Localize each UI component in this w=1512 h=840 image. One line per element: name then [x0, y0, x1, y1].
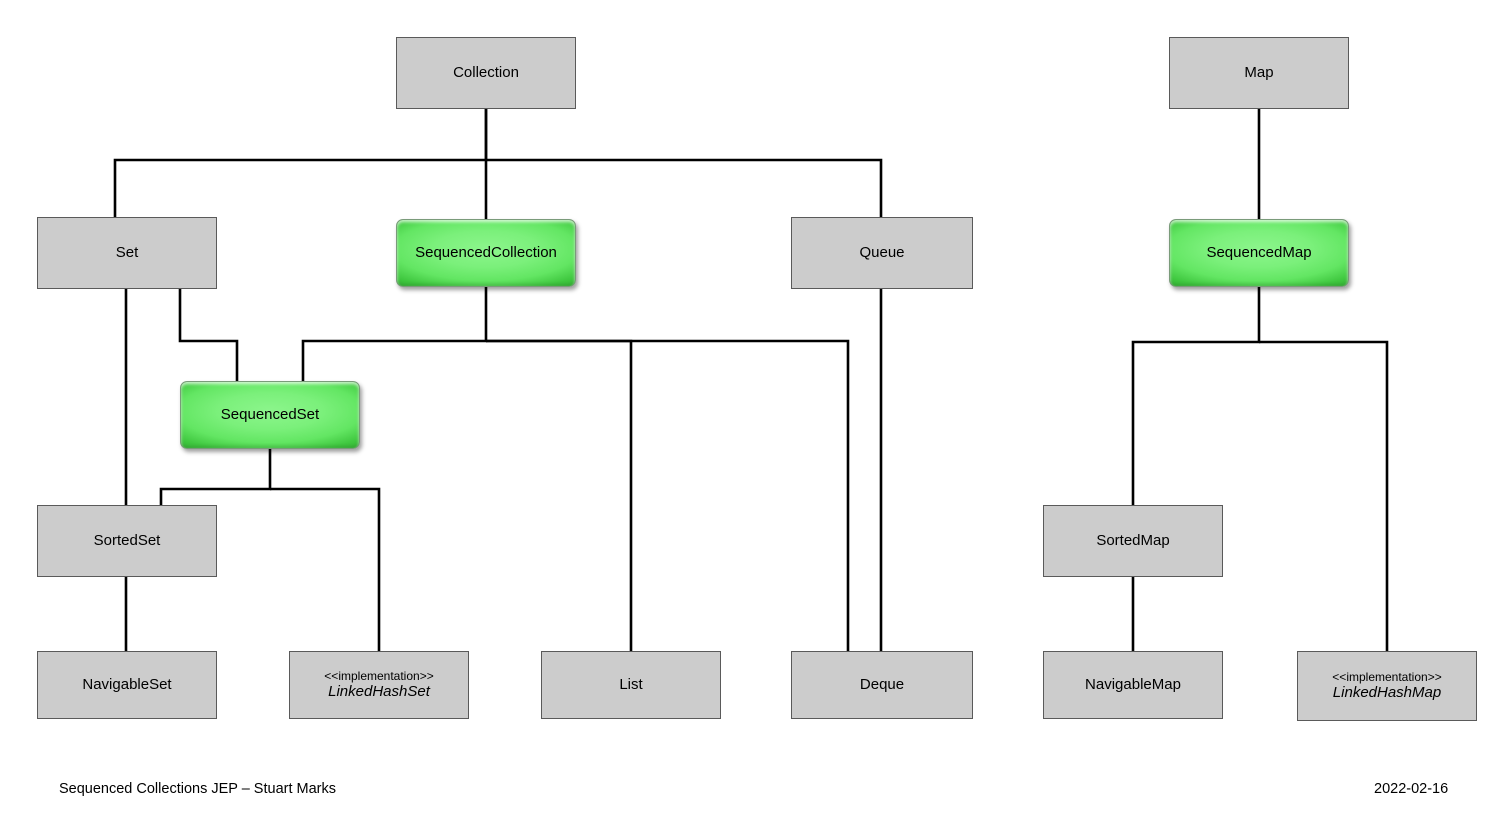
- class-node-map[interactable]: Map: [1169, 37, 1349, 109]
- edge-collection-queue: [486, 158, 883, 217]
- footer-attribution: Sequenced Collections JEP – Stuart Marks: [59, 781, 336, 797]
- class-node-queue[interactable]: Queue: [791, 217, 973, 289]
- edge-sequencedcollection-list: [486, 339, 633, 651]
- class-name-label: SequencedCollection: [415, 244, 557, 262]
- class-node-sequencedcollection[interactable]: SequencedCollection: [396, 219, 576, 287]
- edge-sequencedcollection-sequencedset: [301, 287, 488, 381]
- edge-sequencedset-linkedhashset: [270, 487, 381, 651]
- class-name-label: SortedMap: [1096, 532, 1170, 550]
- class-node-set[interactable]: Set: [37, 217, 217, 289]
- edge-set-sequencedset: [178, 289, 239, 381]
- edge-sequencedmap-linkedhashmap: [1259, 340, 1389, 651]
- edge-sequencedmap-sortedmap: [1131, 287, 1261, 505]
- class-name-label: NavigableMap: [1085, 676, 1181, 694]
- class-node-collection[interactable]: Collection: [396, 37, 576, 109]
- class-name-label: List: [619, 676, 643, 694]
- footer-date: 2022-02-16: [1374, 781, 1449, 797]
- class-name-label: SortedSet: [93, 532, 161, 550]
- class-name-label: NavigableSet: [82, 676, 172, 694]
- edge-sequencedcollection-deque: [486, 339, 850, 651]
- edge-collection-set: [113, 109, 488, 217]
- edge-sequencedset-sortedset: [159, 449, 272, 505]
- class-name-label: Collection: [453, 64, 519, 82]
- class-node-sortedset[interactable]: SortedSet: [37, 505, 217, 577]
- class-name-label: Map: [1244, 64, 1274, 82]
- class-node-sortedmap[interactable]: SortedMap: [1043, 505, 1223, 577]
- class-name-label: SequencedSet: [220, 406, 320, 424]
- class-name-label: LinkedHashMap: [1332, 684, 1442, 702]
- class-node-sequencedset[interactable]: SequencedSet: [180, 381, 360, 449]
- class-node-list[interactable]: List: [541, 651, 721, 719]
- class-node-sequencedmap[interactable]: SequencedMap: [1169, 219, 1349, 287]
- class-name-label: SequencedMap: [1206, 244, 1312, 262]
- class-name-label: LinkedHashSet: [328, 683, 430, 701]
- class-node-deque[interactable]: Deque: [791, 651, 973, 719]
- stereotype-label: <<implementation>>: [1332, 670, 1442, 685]
- class-name-label: Deque: [859, 676, 905, 694]
- class-node-linkedhashmap[interactable]: <<implementation>>LinkedHashMap: [1297, 651, 1477, 721]
- class-name-label: Queue: [859, 244, 905, 262]
- class-node-navigableset[interactable]: NavigableSet: [37, 651, 217, 719]
- class-node-linkedhashset[interactable]: <<implementation>>LinkedHashSet: [289, 651, 469, 719]
- class-node-navigablemap[interactable]: NavigableMap: [1043, 651, 1223, 719]
- stereotype-label: <<implementation>>: [324, 669, 434, 684]
- class-name-label: Set: [115, 244, 139, 262]
